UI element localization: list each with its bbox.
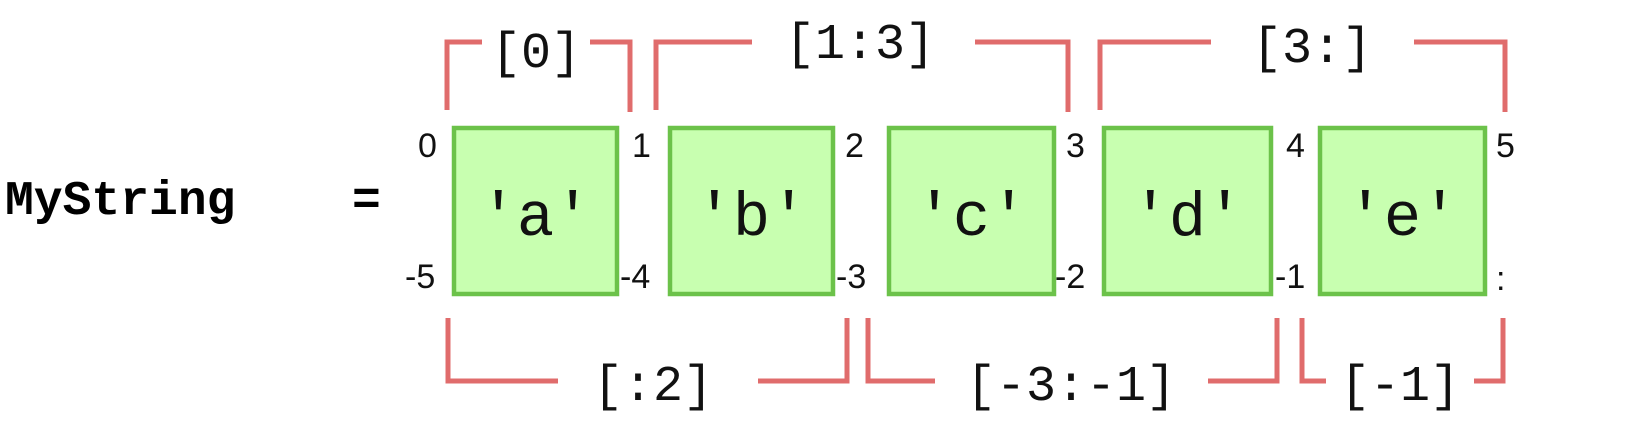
bottom-bracket-1-left: [865, 318, 935, 384]
bottom-bracket-2-right: [1474, 318, 1506, 384]
slice-label-bottom-0: [:2]: [593, 359, 713, 416]
string-cells: 'a' 'b' 'c' 'd' 'e': [451, 125, 1488, 297]
negative-index-label: -2: [1055, 258, 1085, 296]
slice-label-top-1: [1:3]: [785, 17, 935, 74]
cell-box: [667, 125, 836, 297]
top-bracket-2-left: [1097, 39, 1211, 110]
negative-index-label: -1: [1275, 258, 1305, 296]
top-bracket-1-right: [975, 39, 1071, 112]
cell-b: 'b': [667, 125, 836, 297]
negative-index-label: -3: [836, 258, 866, 296]
cell-box: [1317, 125, 1488, 297]
slice-label-top-2: [3:]: [1252, 21, 1372, 78]
variable-name: MyString: [5, 175, 235, 229]
assignment-equals: =: [352, 175, 381, 229]
top-bracket-0-left: [444, 39, 482, 110]
bottom-bracket-2-left: [1299, 318, 1326, 384]
cell-char: 'c': [916, 183, 1028, 254]
cell-e: 'e': [1317, 125, 1488, 297]
top-slice-brackets: [0] [1:3] [3:]: [444, 17, 1508, 112]
bottom-bracket-0-left: [445, 318, 558, 384]
cell-a: 'a': [451, 125, 620, 297]
negative-index-label: :: [1496, 260, 1505, 298]
cell-box: [1101, 125, 1274, 297]
positive-index-label: 5: [1496, 127, 1515, 165]
slice-label-bottom-2: [-1]: [1340, 359, 1460, 416]
negative-index-labels: -5 -4 -3 -2 -1 :: [405, 258, 1505, 298]
positive-index-label: 2: [845, 127, 864, 165]
top-bracket-0-right: [590, 39, 633, 112]
cell-c: 'c': [886, 125, 1057, 297]
bottom-slice-brackets: [:2] [-3:-1] [-1]: [445, 318, 1506, 416]
slice-label-top-0: [0]: [491, 26, 581, 83]
cell-box: [886, 125, 1057, 297]
cell-char: 'a': [480, 183, 592, 254]
negative-index-label: -5: [405, 258, 435, 296]
positive-index-label: 0: [418, 127, 437, 165]
cell-box: [451, 125, 620, 297]
cell-char: 'd': [1132, 183, 1244, 254]
positive-index-labels: 0 1 2 3 4 5: [418, 127, 1515, 165]
bottom-bracket-0-right: [758, 318, 850, 384]
slice-label-bottom-1: [-3:-1]: [966, 359, 1176, 416]
positive-index-label: 3: [1066, 127, 1085, 165]
cell-char: 'b': [696, 183, 808, 254]
negative-index-label: -4: [620, 258, 650, 296]
cell-d: 'd': [1101, 125, 1274, 297]
positive-index-label: 1: [632, 127, 651, 165]
bottom-bracket-1-right: [1208, 318, 1280, 384]
cell-char: 'e': [1347, 183, 1459, 254]
top-bracket-2-right: [1414, 39, 1508, 112]
top-bracket-1-left: [653, 39, 752, 110]
positive-index-label: 4: [1286, 127, 1305, 165]
